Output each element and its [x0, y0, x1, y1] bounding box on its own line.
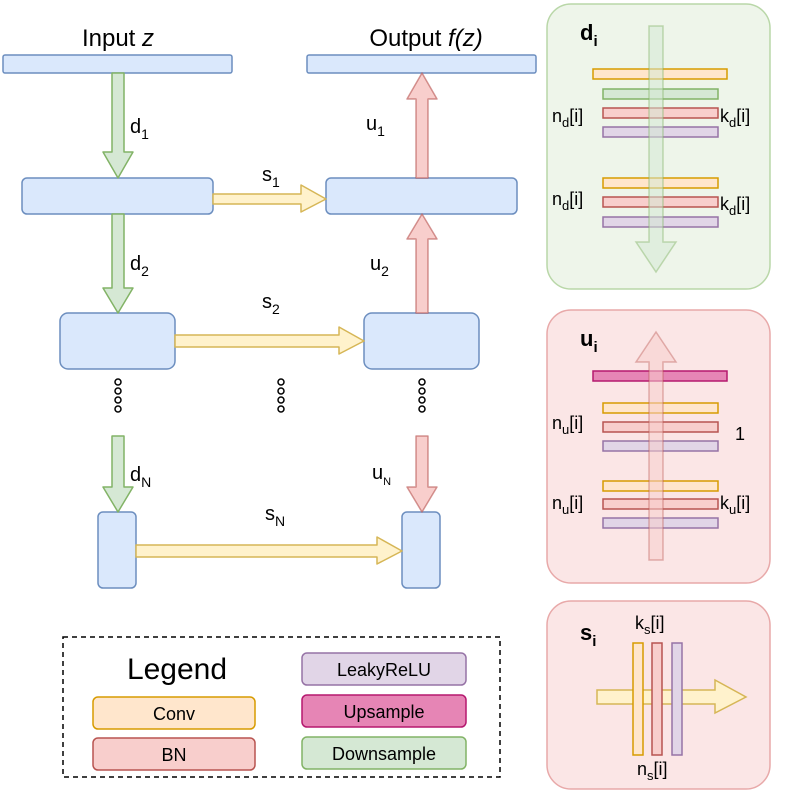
legend-downsample-label: Downsample	[332, 744, 436, 764]
skip-arrow-n	[135, 536, 403, 565]
panel-d-title: di	[580, 20, 598, 50]
label-d2: d2	[130, 253, 149, 279]
legend-conv-label: Conv	[153, 704, 195, 724]
s-conv-layer	[632, 642, 644, 756]
panel-skip: si ks[i] ns[i]	[546, 600, 771, 790]
encoder-block-1	[21, 177, 214, 215]
s-label-ks: ks[i]	[635, 613, 665, 637]
panel-s-title: si	[580, 620, 596, 650]
panel-upsampling: ui nu[i] 1 nu[i] ku[i]	[546, 309, 771, 584]
decoder-block-n	[401, 511, 441, 589]
legend-conv-swatch	[92, 696, 256, 730]
input-layer	[2, 54, 233, 74]
d-flow-arrow	[634, 25, 678, 274]
u-label-ku: ku[i]	[720, 493, 750, 517]
panel-downsampling: di nd[i] kd[i] nd[i] kd[i]	[546, 3, 771, 290]
decoder-block-2	[363, 312, 480, 370]
label-u2: u2	[370, 253, 389, 279]
output-layer	[306, 54, 537, 74]
down-arrow-2	[102, 213, 134, 314]
label-sn: sN	[265, 503, 285, 529]
main-network: Input z Output f(z)	[2, 25, 537, 589]
up-arrow-2	[406, 213, 438, 314]
down-arrow-n	[102, 435, 134, 513]
skip-arrow-1	[212, 184, 327, 213]
legend-leakyrelu-label: LeakyReLU	[337, 660, 431, 680]
u-flow-arrow	[634, 330, 678, 561]
label-s2: s2	[262, 291, 280, 317]
legend-border	[62, 636, 501, 778]
label-s1: s1	[262, 164, 280, 190]
legend-upsample-label: Upsample	[343, 702, 424, 722]
d-label-kd-1: kd[i]	[720, 106, 750, 130]
output-title: Output f(z)	[369, 25, 482, 52]
encoder-block-n	[97, 511, 137, 589]
s-bn-layer	[651, 642, 663, 756]
legend: Legend Conv BN LeakyReLU Upsample Downsa…	[62, 636, 501, 778]
panel-u-title: ui	[580, 326, 598, 356]
legend-leakyrelu-swatch	[301, 652, 467, 686]
legend-bn-swatch	[92, 737, 256, 771]
up-arrow-n	[406, 435, 438, 513]
ellipsis-dots	[114, 378, 426, 413]
down-arrow-1	[102, 72, 134, 179]
up-arrow-1	[406, 72, 438, 179]
u-label-one: 1	[735, 424, 745, 444]
d-label-kd-2: kd[i]	[720, 194, 750, 218]
d-label-nd-1: nd[i]	[552, 106, 583, 130]
label-d1: d1	[130, 116, 149, 142]
encoder-block-2	[59, 312, 176, 370]
u-label-nu-1: nu[i]	[552, 413, 583, 437]
decoder-block-1	[325, 177, 518, 215]
label-u1: u1	[366, 113, 385, 139]
input-title: Input z	[82, 25, 154, 52]
legend-title: Legend	[127, 653, 227, 686]
u-label-nu-2: nu[i]	[552, 493, 583, 517]
label-dn: dN	[130, 464, 151, 490]
label-un: uN	[372, 462, 391, 488]
s-leakyrelu-layer	[671, 642, 683, 756]
legend-upsample-swatch	[301, 694, 467, 728]
legend-downsample-swatch	[301, 736, 467, 770]
skip-arrow-2	[174, 326, 365, 355]
d-label-nd-2: nd[i]	[552, 189, 583, 213]
s-label-ns: ns[i]	[637, 759, 668, 783]
legend-bn-label: BN	[161, 745, 186, 765]
